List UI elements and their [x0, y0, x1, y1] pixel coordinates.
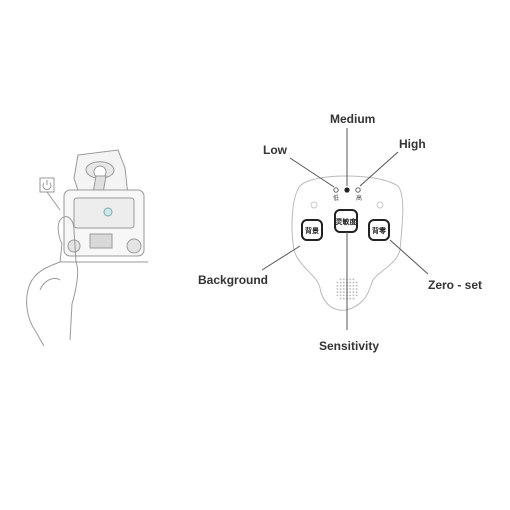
device-screen: [89, 233, 113, 249]
speaker-dot: [339, 294, 342, 297]
zero-set-leader: [389, 239, 429, 275]
callout-high: High: [399, 137, 426, 151]
speaker-dot: [342, 288, 345, 290]
zero-set-button-label: 背零: [372, 226, 387, 235]
speaker-dot: [336, 294, 339, 297]
speaker-dot: [352, 288, 355, 290]
speaker-dot: [352, 291, 355, 294]
lamp-low: [333, 187, 339, 193]
panel-screw-left: [310, 201, 318, 209]
speaker-dot: [349, 297, 352, 300]
background-leader: [261, 245, 301, 271]
speaker-dot: [349, 288, 352, 290]
speaker-dot: [339, 291, 342, 294]
callout-background: Background: [198, 273, 268, 287]
speaker-dot: [336, 281, 339, 284]
lamp-low-label: 低: [333, 194, 339, 202]
speaker-dot: [339, 288, 342, 290]
speaker-dot: [342, 284, 345, 287]
callout-zero-set: Zero - set: [428, 278, 482, 292]
speaker-dot: [339, 284, 342, 287]
background-button-label: 背景: [305, 226, 319, 235]
speaker-dot: [336, 291, 339, 294]
hand-outline: [26, 216, 79, 347]
device-left-port: [67, 239, 81, 253]
device-illustration: [26, 149, 148, 347]
speaker-dot: [352, 284, 355, 287]
speaker-dot: [352, 294, 355, 297]
device-indicator-icon: [103, 207, 113, 217]
zero-set-button[interactable]: 背零: [368, 219, 390, 241]
speaker-dot: [349, 278, 352, 281]
speaker-dot: [339, 281, 342, 284]
power-icon-glyph: [42, 180, 52, 191]
callout-low: Low: [263, 143, 288, 157]
speaker-dot: [352, 281, 355, 284]
speaker-dot: [355, 291, 358, 294]
power-icon-leader: [46, 191, 61, 211]
speaker-dot: [355, 294, 358, 297]
speaker-dot: [336, 284, 339, 287]
lamp-high: [355, 187, 361, 193]
speaker-dot: [352, 297, 355, 300]
speaker-dot: [339, 297, 342, 300]
callout-medium: Medium: [330, 112, 375, 126]
lamp-high-label: 高: [356, 194, 362, 202]
sensitivity-button[interactable]: 灵敏度: [334, 209, 358, 233]
high-leader: [359, 151, 399, 187]
speaker-dot: [342, 278, 345, 281]
speaker-dot: [355, 284, 358, 287]
sensitivity-button-label: 灵敏度: [336, 217, 358, 226]
speaker-dot: [342, 297, 345, 300]
speaker-dot: [336, 288, 339, 290]
speaker-dot: [342, 281, 345, 284]
background-button[interactable]: 背景: [301, 219, 323, 241]
speaker-dot: [355, 281, 358, 284]
speaker-dot: [352, 278, 355, 281]
hand-finger: [39, 277, 61, 291]
lamp-medium: [344, 187, 350, 193]
speaker-dot: [349, 294, 352, 297]
callout-lines: [261, 128, 429, 330]
speaker-dot: [342, 291, 345, 294]
speaker-dot: [349, 291, 352, 294]
speaker-dot: [339, 278, 342, 281]
speaker-grille: [336, 278, 358, 300]
speaker-dot: [349, 281, 352, 284]
speaker-dot: [355, 288, 358, 290]
panel-screw-right: [376, 201, 384, 209]
low-leader: [289, 157, 335, 188]
speaker-dot: [342, 294, 345, 297]
speaker-dot: [349, 284, 352, 287]
device-right-port: [126, 238, 142, 254]
callout-sensitivity: Sensitivity: [319, 339, 379, 353]
